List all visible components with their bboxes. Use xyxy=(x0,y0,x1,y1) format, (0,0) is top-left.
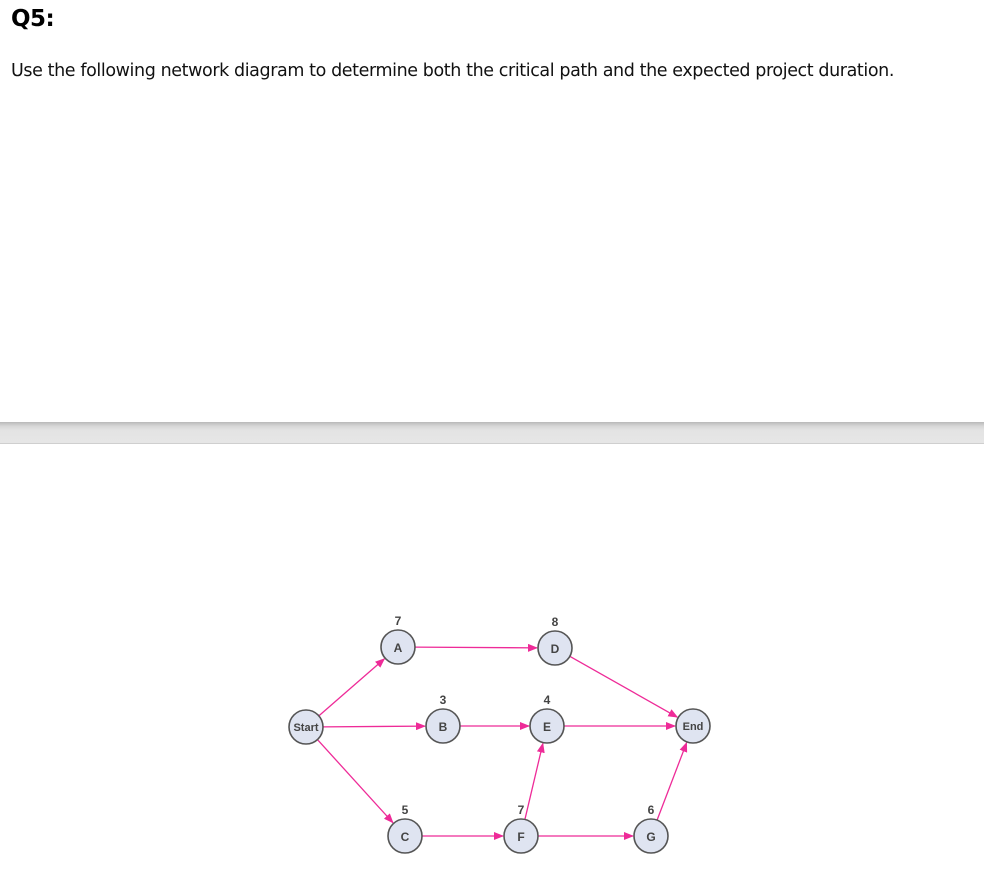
duration-label: 6 xyxy=(648,803,655,817)
duration-label: 4 xyxy=(544,693,551,707)
node-circle xyxy=(675,708,711,744)
edge-start-to-b xyxy=(322,722,427,731)
edge-d-to-end xyxy=(569,655,679,718)
duration-label: 3 xyxy=(440,693,447,707)
node-circle xyxy=(380,629,416,665)
node-label: End xyxy=(683,721,704,733)
node-circle xyxy=(288,709,324,745)
edge-a-to-d xyxy=(414,643,539,652)
node-label: F xyxy=(517,830,524,844)
node-circle xyxy=(425,708,461,744)
edge-start-to-c xyxy=(316,739,394,824)
node-label: E xyxy=(543,720,551,734)
edge-g-to-end xyxy=(656,741,688,821)
edge-start-to-a xyxy=(318,658,386,717)
node-label: D xyxy=(551,642,560,656)
duration-label: 7 xyxy=(518,803,525,817)
node-c: C5 xyxy=(387,803,423,854)
node-g: G6 xyxy=(633,803,669,854)
node-circle xyxy=(537,630,573,666)
diagram-edges xyxy=(316,643,688,840)
node-label: Start xyxy=(293,722,318,734)
question-text: Use the following network diagram to det… xyxy=(11,61,895,81)
node-label: B xyxy=(439,720,448,734)
node-label: A xyxy=(394,641,403,655)
question-title: Q5: xyxy=(11,6,55,32)
node-b: B3 xyxy=(425,693,461,744)
node-circle xyxy=(633,818,669,854)
node-circle xyxy=(529,708,565,744)
node-label: G xyxy=(646,830,655,844)
duration-label: 5 xyxy=(402,803,409,817)
edge-f-to-e xyxy=(524,742,545,820)
node-start: Start xyxy=(288,709,324,745)
node-end: End xyxy=(675,708,711,744)
node-a: A7 xyxy=(380,614,416,665)
page-divider xyxy=(0,422,984,444)
node-d: D8 xyxy=(537,615,573,666)
node-label: C xyxy=(401,830,410,844)
duration-label: 7 xyxy=(395,614,402,628)
node-e: E4 xyxy=(529,693,565,744)
node-circle xyxy=(503,818,539,854)
node-circle xyxy=(387,818,423,854)
node-f: F7 xyxy=(503,803,539,854)
duration-label: 8 xyxy=(552,615,559,629)
